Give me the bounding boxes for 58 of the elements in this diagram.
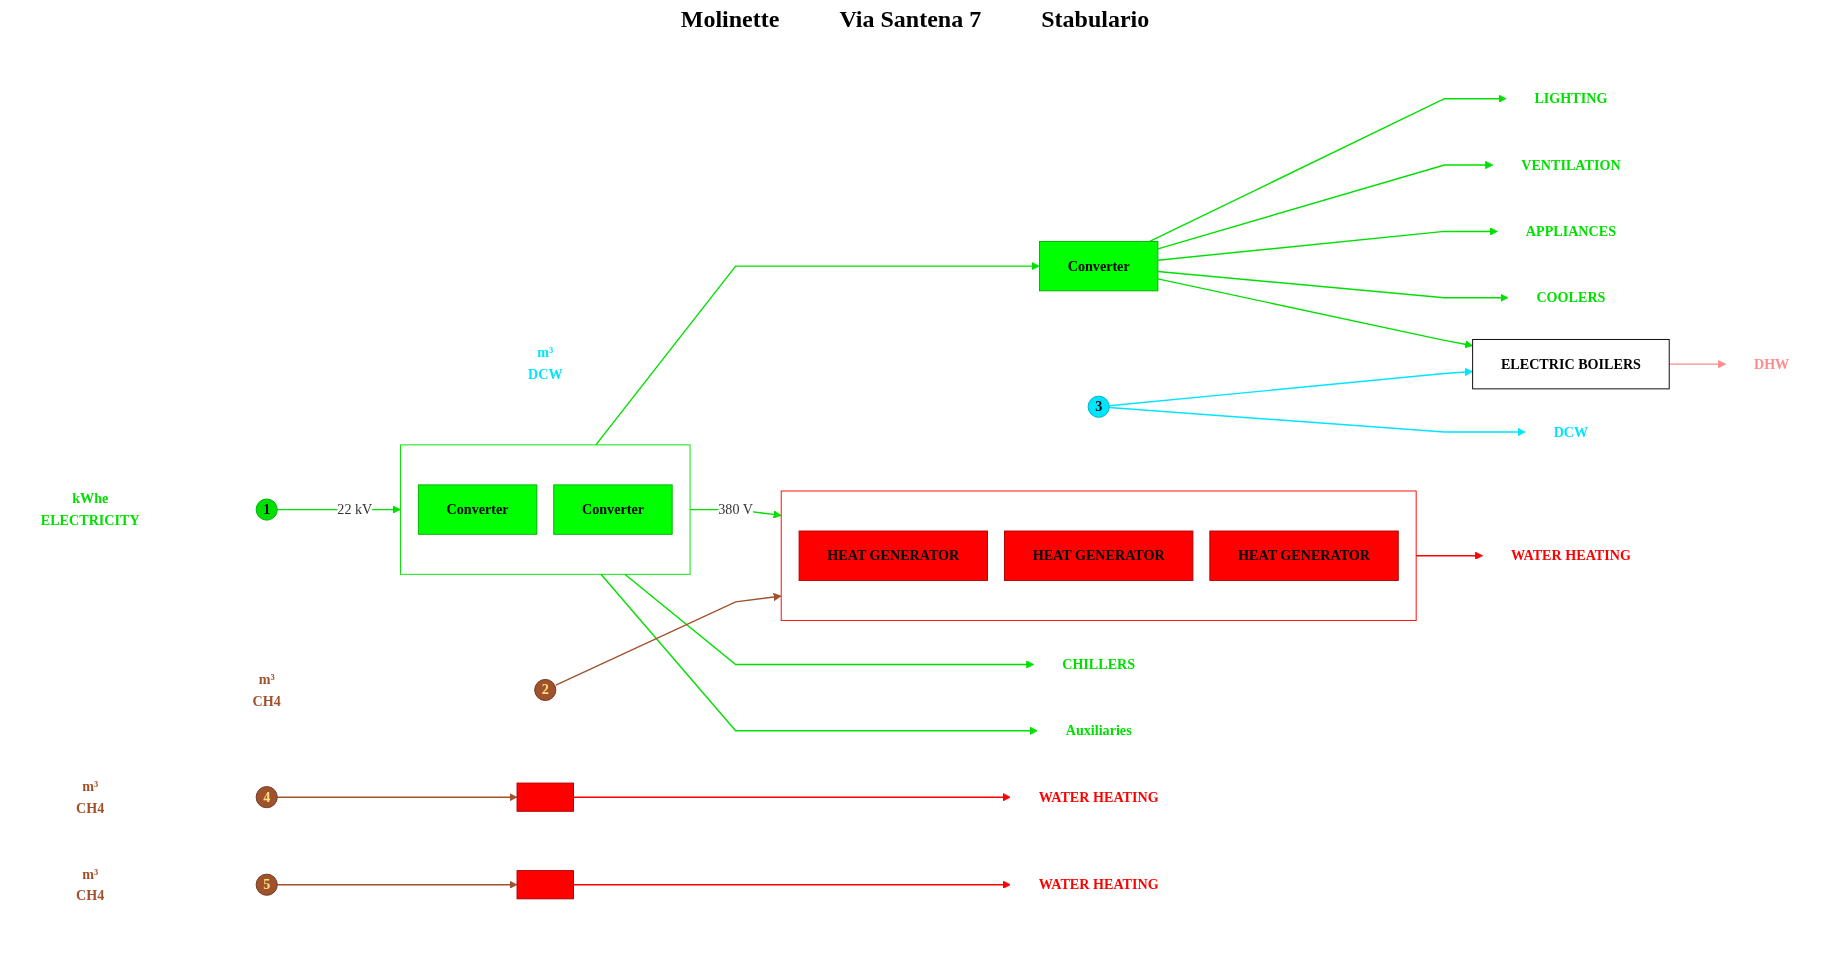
node-label: CH4 (76, 887, 105, 903)
arrow (1415, 551, 1484, 560)
node-text: CHILLERS (1062, 656, 1136, 672)
arrow (572, 792, 1011, 801)
cluster (780, 490, 1417, 621)
node-text: LIGHTING (1534, 90, 1608, 106)
node-box: Converter (417, 483, 538, 535)
node-box (516, 782, 574, 812)
node-text: VENTILATION (1521, 156, 1621, 172)
arrow (624, 573, 1035, 669)
arrow (1157, 270, 1509, 302)
site-label: Via Santena 7 (839, 6, 982, 34)
cluster (400, 443, 691, 575)
node-text: WATER HEATING (1038, 788, 1159, 804)
site-label: Stabulario (1041, 6, 1150, 34)
node-text: Auxiliaries (1065, 722, 1132, 738)
edge-label: 22 kV (337, 501, 373, 517)
node-label: m³ (258, 671, 275, 687)
node-text: DCW (1553, 423, 1589, 439)
node-box: HEAT GENERATOR (1209, 530, 1399, 581)
node-circle: 2 (534, 678, 557, 701)
arrow (1157, 226, 1498, 261)
arrow (555, 592, 782, 686)
node-label: DCW (528, 365, 563, 381)
node-box: Converter (553, 483, 673, 535)
node-box: HEAT GENERATOR (1004, 530, 1194, 581)
arrow (1157, 160, 1494, 250)
node-box: ELECTRIC BOILERS (1472, 338, 1670, 389)
arrow (1157, 277, 1473, 348)
arrow (1668, 359, 1727, 368)
node-label: m³ (82, 865, 99, 881)
site-label: Molinette (680, 6, 780, 34)
node-label: CH4 (252, 692, 281, 708)
node-text: WATER HEATING (1038, 876, 1159, 892)
node-label: CH4 (76, 799, 105, 815)
node-circle: 1 (255, 498, 278, 521)
node-text: COOLERS (1536, 289, 1606, 305)
node-label: m³ (82, 778, 99, 794)
arrow (1108, 406, 1526, 436)
arrow (276, 792, 518, 801)
node-label: m³ (537, 344, 554, 360)
arrow (276, 880, 518, 889)
node-label: ELECTRICITY (40, 511, 140, 527)
node-text: WATER HEATING (1510, 547, 1631, 563)
node-text: DHW (1753, 355, 1790, 371)
node-box: HEAT GENERATOR (798, 530, 988, 581)
arrow (1108, 367, 1473, 406)
node-box (516, 869, 574, 899)
node-circle: 5 (255, 873, 278, 896)
node-box: Converter (1039, 240, 1159, 291)
arrow (600, 573, 1038, 735)
node-label: kWhe (72, 490, 109, 506)
node-circle: 3 (1087, 395, 1110, 418)
node-circle: 4 (255, 785, 278, 808)
node-text: APPLIANCES (1525, 223, 1617, 239)
edge-label: 380 V (718, 501, 753, 517)
arrow (595, 261, 1040, 446)
arrow (572, 880, 1011, 889)
